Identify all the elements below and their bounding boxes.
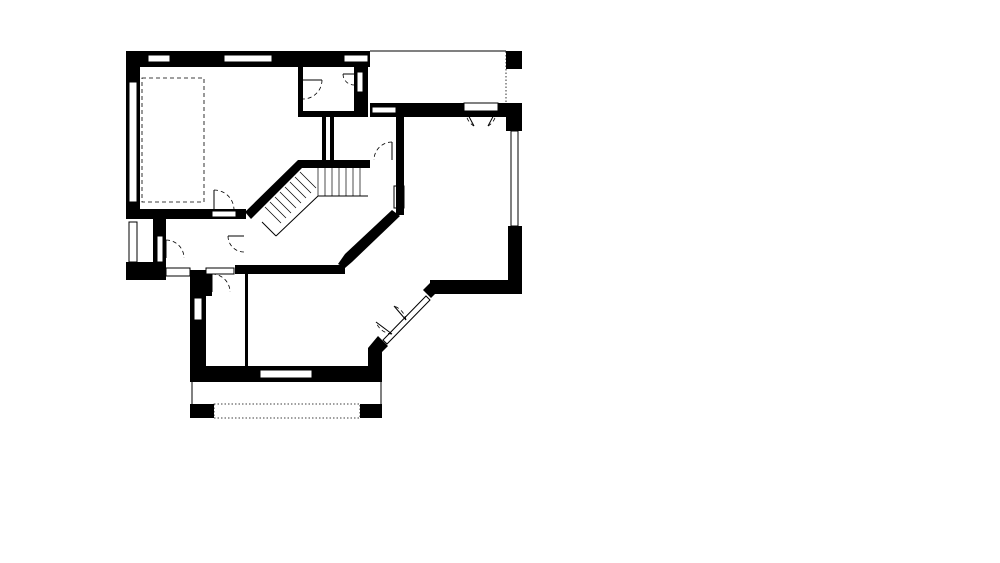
bed-symbol xyxy=(141,77,205,203)
wall-right-upper xyxy=(506,103,522,131)
stove-burner-2 xyxy=(396,199,402,205)
stair-edge xyxy=(261,221,277,237)
window-corridor xyxy=(156,235,164,263)
wall-stair-diagonal xyxy=(245,160,370,219)
window-hall xyxy=(371,106,397,114)
wall-right-lower xyxy=(508,226,522,294)
window-top-1 xyxy=(147,54,171,63)
stair-edge xyxy=(275,195,319,237)
wall-shaft-left xyxy=(322,117,326,161)
wall-small-sq xyxy=(190,270,212,296)
stair-glazing xyxy=(351,213,393,255)
door-hall[interactable] xyxy=(373,141,393,161)
door-storage[interactable] xyxy=(227,235,245,253)
wall-living-bottom xyxy=(430,280,522,294)
wall-living-left xyxy=(396,103,404,215)
window-bedroom-door-strip xyxy=(211,210,237,218)
wall-wc-bottom xyxy=(298,111,368,117)
doors xyxy=(165,73,499,335)
window-lower-corridor xyxy=(165,267,191,277)
window-right xyxy=(510,130,519,227)
wall-stair-enclosure xyxy=(338,210,400,268)
wall-lower-right xyxy=(368,348,382,382)
window-top-3 xyxy=(343,54,369,63)
window-top-2 xyxy=(223,54,273,63)
stove-outline xyxy=(393,185,405,209)
stair-tread xyxy=(299,171,317,189)
window-lower-left xyxy=(193,297,203,321)
stair-tread xyxy=(289,181,307,199)
window-left-2 xyxy=(128,221,138,263)
wall-right-top xyxy=(506,51,522,69)
wall-wc-left xyxy=(298,67,303,117)
stair-glazing-2 xyxy=(354,217,397,259)
stove-symbol xyxy=(393,185,405,209)
window-bay-diagonal xyxy=(382,295,431,345)
wall-bedroom-bottom xyxy=(126,209,246,219)
window-lower-bottom xyxy=(259,369,313,379)
wall-shaft-right xyxy=(330,117,334,161)
door-lower[interactable] xyxy=(211,273,231,293)
stair-tread xyxy=(274,196,292,214)
door-bath[interactable] xyxy=(342,73,355,86)
stair-tread xyxy=(279,191,297,209)
door-balcony[interactable] xyxy=(463,102,499,127)
terrace-post-right xyxy=(360,404,382,418)
windows xyxy=(128,54,519,379)
door-bedroom[interactable] xyxy=(213,189,235,211)
wall-partition-lower xyxy=(245,265,248,366)
window-wc xyxy=(356,71,364,93)
stair-tread xyxy=(269,201,287,219)
stair-tread xyxy=(294,176,312,194)
balcony-outline xyxy=(370,50,507,103)
balcony xyxy=(370,50,507,103)
wall-bay-diagonal-upper xyxy=(423,280,441,298)
bedroom xyxy=(141,77,205,203)
stair-tread xyxy=(264,206,282,224)
terrace-post-left xyxy=(190,404,214,418)
door-corridor[interactable] xyxy=(165,239,185,259)
window-living-corner xyxy=(205,267,235,275)
stair-tread xyxy=(284,186,302,204)
terrace xyxy=(191,382,382,419)
door-wc[interactable] xyxy=(302,79,323,100)
staircase xyxy=(261,168,368,237)
door-bay[interactable] xyxy=(375,305,407,335)
stove-burner-1 xyxy=(396,189,402,195)
wall-partition-h xyxy=(235,265,345,274)
walls xyxy=(126,51,522,418)
terrace-outline xyxy=(213,403,361,419)
window-left-1 xyxy=(128,81,138,203)
